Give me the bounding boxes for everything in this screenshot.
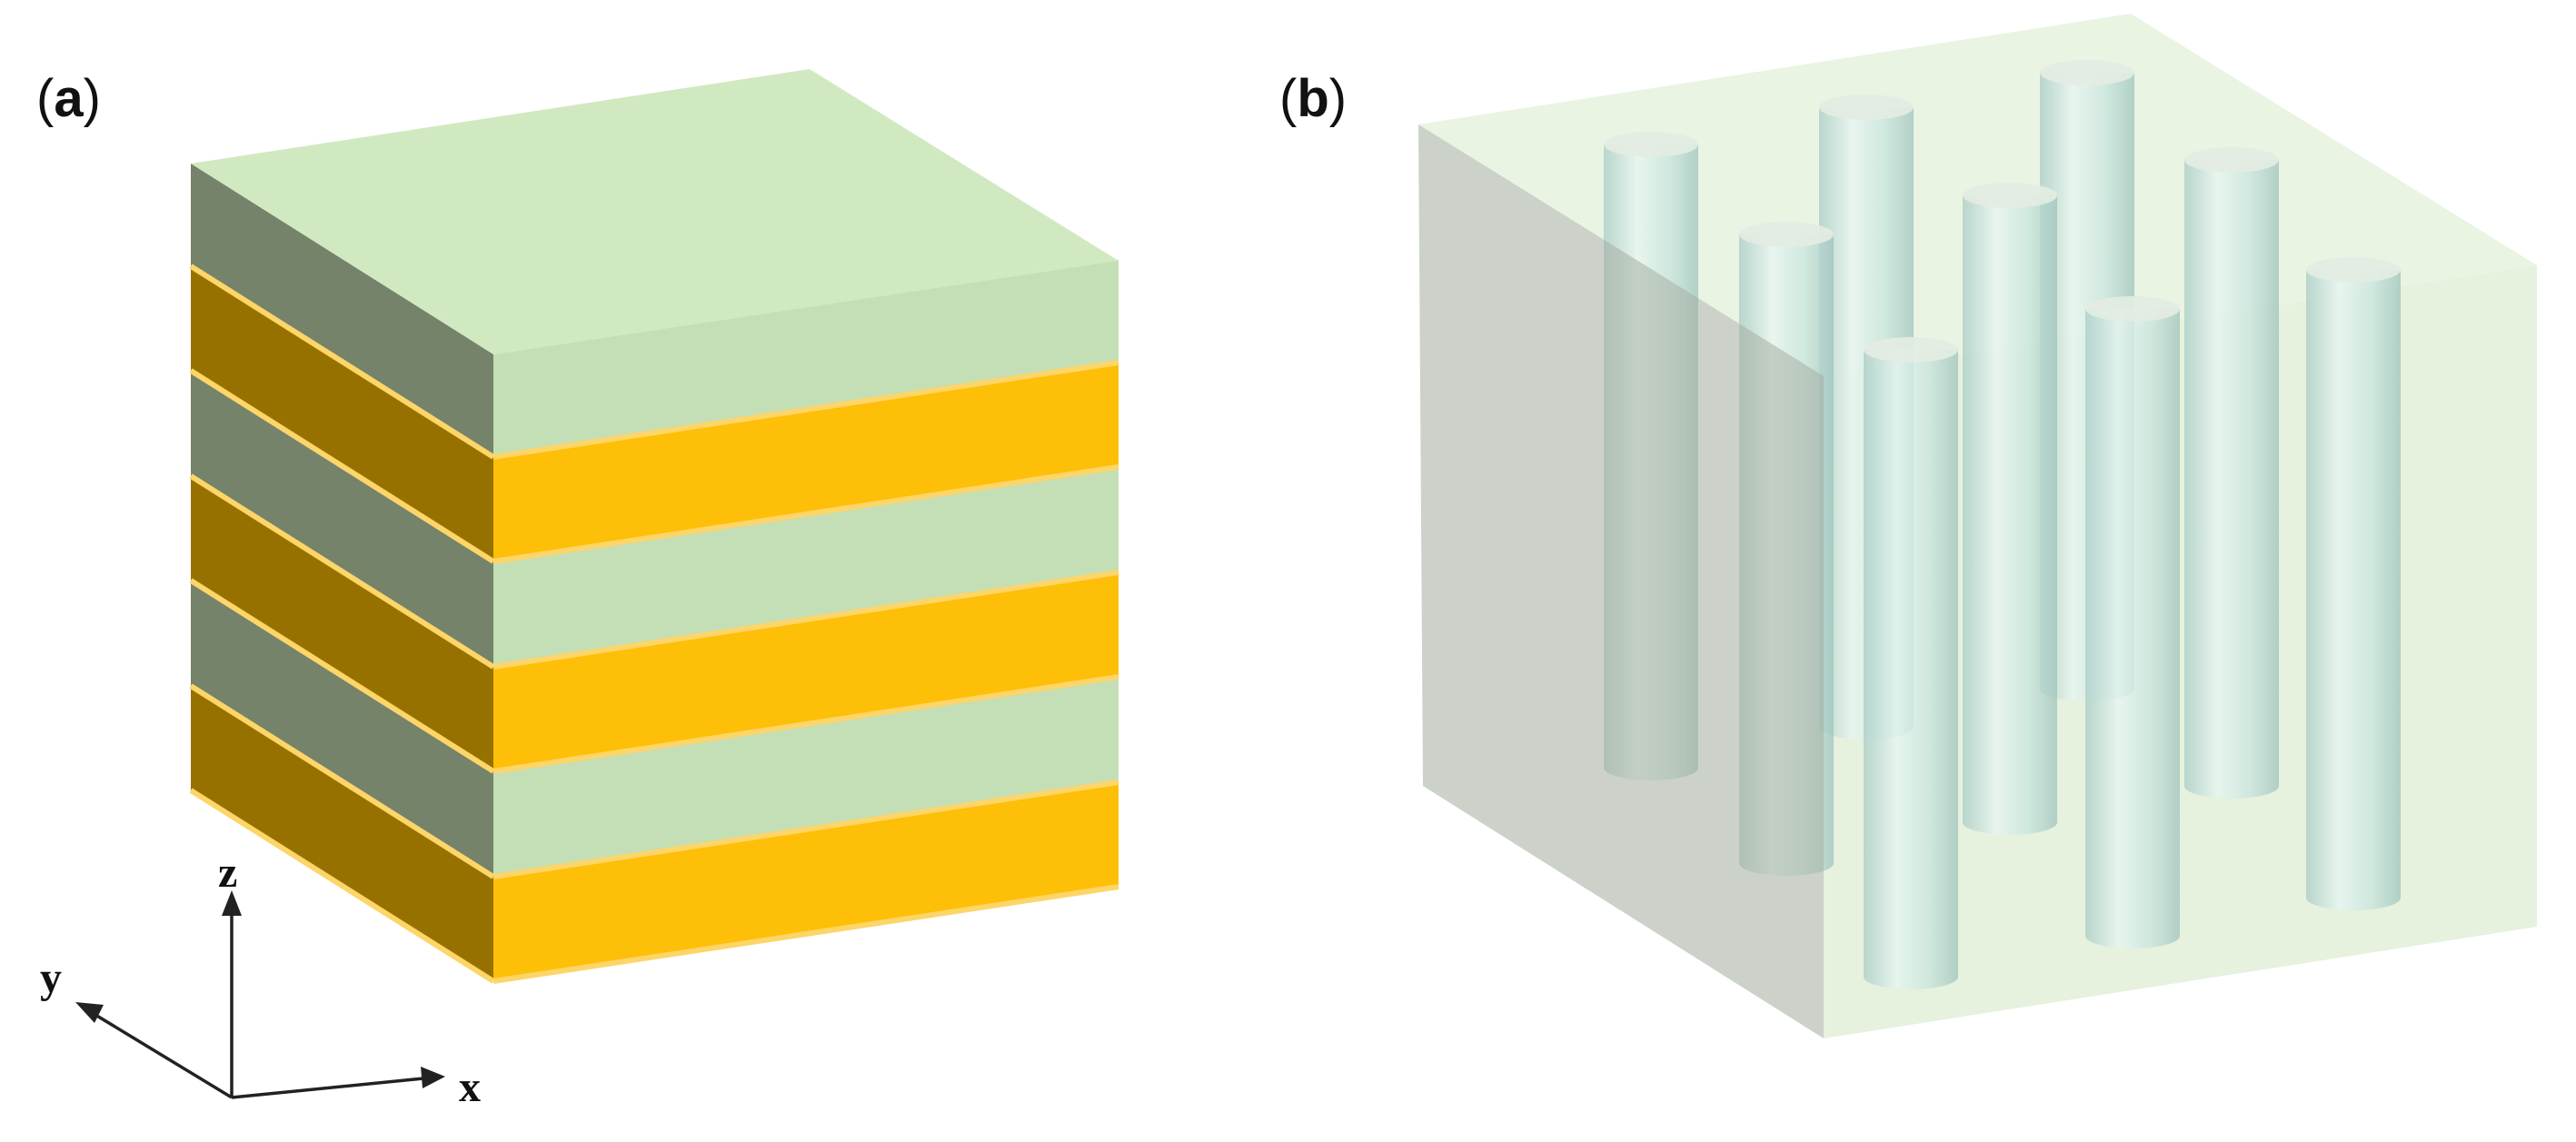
layer-interface-edge xyxy=(492,780,1119,879)
layer-interface-edge xyxy=(189,788,495,984)
green-layer-side xyxy=(191,164,493,457)
z-axis-label: z xyxy=(218,849,237,897)
panel-b-rod-array: (b) xyxy=(1279,14,2537,1038)
rod-cap xyxy=(1864,337,1958,362)
rod-cap xyxy=(2184,147,2279,173)
rod-body xyxy=(2184,160,2279,799)
coordinate-axes: z x y xyxy=(40,849,481,1111)
y-axis-arrowhead xyxy=(75,1002,104,1023)
gold-layer-side xyxy=(191,266,493,561)
panel-a-layered-stack: (a) xyxy=(36,69,1119,984)
rod-cap xyxy=(1604,132,1698,157)
rod-cap xyxy=(2040,60,2134,85)
layer-interface-edge xyxy=(492,464,1119,564)
rod-cap xyxy=(1739,222,1834,247)
x-axis-arrowhead xyxy=(421,1067,445,1088)
panel-a-label: (a) xyxy=(36,69,101,128)
x-axis-line xyxy=(231,1077,424,1099)
layer-interface-edge xyxy=(189,368,495,564)
green-layer-front xyxy=(493,467,1119,667)
y-axis-label: y xyxy=(40,954,62,1002)
layer-interface-edge xyxy=(492,884,1119,984)
layer-interface-edge xyxy=(189,263,495,460)
layer-interface-edge xyxy=(492,360,1119,460)
rod xyxy=(1864,337,1958,989)
gold-layer-side xyxy=(191,476,493,771)
rod-cap xyxy=(1963,183,2057,208)
layer-interface-edge xyxy=(189,473,495,670)
y-axis-line xyxy=(90,1010,233,1099)
rod xyxy=(1963,183,2057,835)
rod-cap xyxy=(2306,257,2401,283)
rod xyxy=(2085,296,2180,948)
gold-layer-front xyxy=(493,362,1119,561)
rod-body xyxy=(2306,270,2401,910)
rod xyxy=(2184,147,2279,799)
rod-body xyxy=(1864,350,1958,989)
green-layer-front xyxy=(493,677,1119,877)
gold-layer-front xyxy=(493,782,1119,981)
rod-cap xyxy=(2085,296,2180,322)
layer-interface-edge xyxy=(189,683,495,879)
rod-body xyxy=(2085,309,2180,948)
matrix-side-face xyxy=(1418,124,1824,1038)
x-axis-label: x xyxy=(459,1063,481,1111)
gold-layer-side xyxy=(191,686,493,981)
rod xyxy=(2306,257,2401,910)
green-layer-side xyxy=(191,371,493,667)
layer-interface-edge xyxy=(189,578,495,774)
rod-body xyxy=(1963,195,2057,835)
layer-interface-edge xyxy=(492,570,1119,670)
green-layer-side xyxy=(191,581,493,877)
z-axis-arrowhead xyxy=(222,890,242,916)
green-layer-front xyxy=(493,260,1119,457)
layer-stack xyxy=(189,164,1119,984)
rod-cap xyxy=(1819,94,1914,120)
stack-top-face xyxy=(191,69,1119,354)
panel-b-label: (b) xyxy=(1279,69,1347,128)
layer-interface-edge xyxy=(492,674,1119,774)
gold-layer-front xyxy=(493,572,1119,771)
